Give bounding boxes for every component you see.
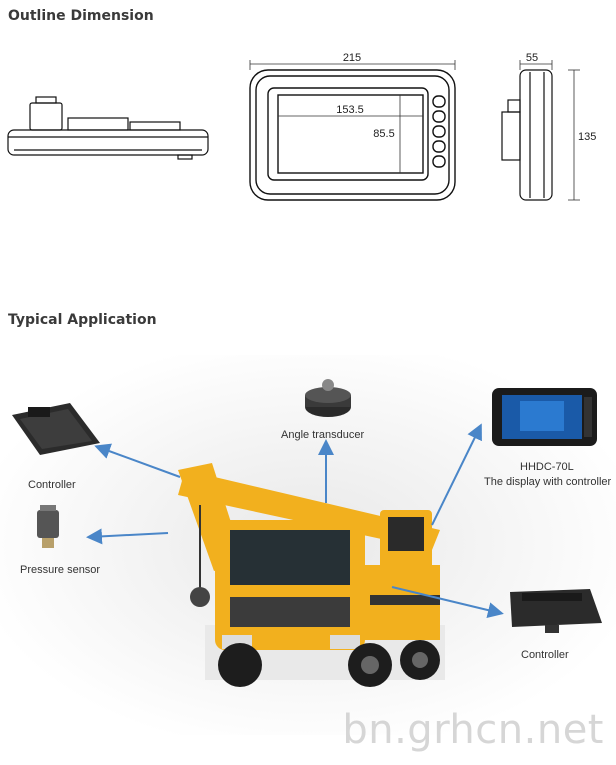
typical-application-title: Typical Application — [8, 312, 157, 328]
arrow-to-controller-right — [391, 586, 504, 618]
profile-view-drawing — [501, 69, 553, 201]
application-illustration — [0, 355, 616, 735]
controller-left-image — [12, 403, 100, 455]
connection-arrows — [86, 423, 504, 618]
hhdc-display-image — [492, 388, 597, 446]
pressure-sensor-image — [37, 505, 59, 548]
display-description-label: The display with controller — [484, 476, 612, 488]
display-model-label: HHDC-70L — [520, 461, 574, 473]
outline-drawings: 215 153.5 85.5 55 135 — [7, 52, 596, 201]
arrow-to-display — [431, 423, 482, 526]
controller-right-image — [510, 589, 602, 633]
front-view-drawing — [249, 69, 456, 201]
angle-transducer-image — [305, 379, 351, 417]
outline-dimension-title: Outline Dimension — [8, 8, 154, 24]
dim-height-label: 135 — [578, 131, 596, 143]
arrow-to-pressure-sensor — [86, 528, 169, 545]
dim-width-label: 215 — [343, 52, 361, 64]
side-view-drawing — [7, 96, 209, 160]
front-dimension-lines — [249, 60, 456, 173]
controller-right-label: Controller — [521, 649, 569, 661]
dim-screen-height-label: 85.5 — [373, 128, 394, 140]
pressure-sensor-label: Pressure sensor — [20, 564, 101, 576]
arrow-to-controller-left — [94, 443, 181, 478]
dim-screen-width-label: 153.5 — [336, 104, 364, 116]
angle-transducer-label: Angle transducer — [281, 429, 365, 441]
controller-left-label: Controller — [28, 479, 76, 491]
crane-truck-image — [178, 463, 445, 687]
dim-depth-label: 55 — [526, 52, 538, 64]
watermark: bn.grhcn.net — [342, 707, 604, 753]
profile-dimension-lines — [519, 60, 580, 201]
